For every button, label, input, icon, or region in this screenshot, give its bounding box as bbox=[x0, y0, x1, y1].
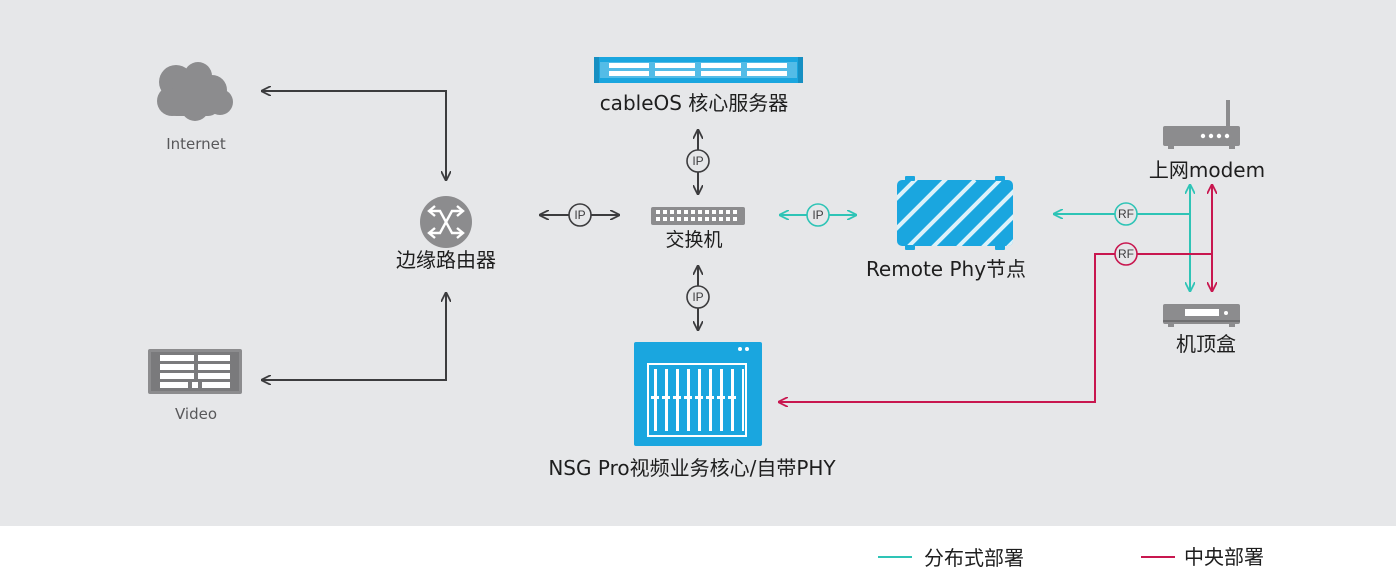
modem-label: 上网modem bbox=[1149, 158, 1265, 182]
badge-switch-rphy: IP bbox=[806, 203, 830, 227]
svg-text:IP: IP bbox=[692, 290, 703, 304]
chassis-icon bbox=[634, 342, 762, 446]
rack-server-icon bbox=[594, 57, 803, 83]
svg-text:RF: RF bbox=[1118, 247, 1134, 261]
remote-phy-node-icon bbox=[897, 176, 1013, 250]
badge-switch-nsg: IP bbox=[686, 285, 710, 309]
legend: 分布式部署 中央部署 bbox=[878, 545, 1264, 570]
switch-label: 交换机 bbox=[665, 229, 722, 251]
svg-text:IP: IP bbox=[812, 208, 823, 222]
link-router-video bbox=[262, 293, 446, 380]
legend-label-central: 中央部署 bbox=[1184, 545, 1264, 569]
svg-text:IP: IP bbox=[692, 154, 703, 168]
legend-item-distributed: 分布式部署 bbox=[878, 546, 1024, 570]
internet-label: Internet bbox=[166, 135, 226, 153]
switch-icon bbox=[651, 207, 745, 225]
video-label: Video bbox=[175, 405, 217, 423]
badge-server-switch: IP bbox=[686, 149, 710, 173]
modem-icon bbox=[1163, 100, 1240, 149]
legend-item-central: 中央部署 bbox=[1141, 545, 1264, 569]
edge-router-label: 边缘路由器 bbox=[396, 248, 496, 272]
remote-phy-node-label: Remote Phy节点 bbox=[866, 257, 1026, 281]
svg-text:RF: RF bbox=[1118, 207, 1134, 221]
set-top-box-label: 机顶盒 bbox=[1176, 332, 1236, 356]
link-badges: IP IP IP IP RF RF bbox=[568, 149, 1138, 309]
router-icon bbox=[420, 196, 472, 248]
svg-text:IP: IP bbox=[574, 208, 585, 222]
badge-nsg-rf: RF bbox=[1114, 242, 1138, 266]
video-rack-icon bbox=[148, 349, 242, 394]
nsg-pro-label: NSG Pro视频业务核心/自带PHY bbox=[548, 456, 836, 480]
cableos-server-label: cableOS 核心服务器 bbox=[600, 91, 789, 115]
legend-label-distributed: 分布式部署 bbox=[924, 546, 1024, 570]
set-top-box-icon bbox=[1163, 304, 1240, 327]
cloud-icon bbox=[157, 62, 233, 121]
connectors bbox=[262, 91, 1212, 402]
link-nsg-rf bbox=[779, 253, 1212, 402]
link-router-internet bbox=[262, 91, 446, 180]
badge-router-switch: IP bbox=[568, 203, 592, 227]
badge-rphy-rf: RF bbox=[1114, 202, 1138, 226]
